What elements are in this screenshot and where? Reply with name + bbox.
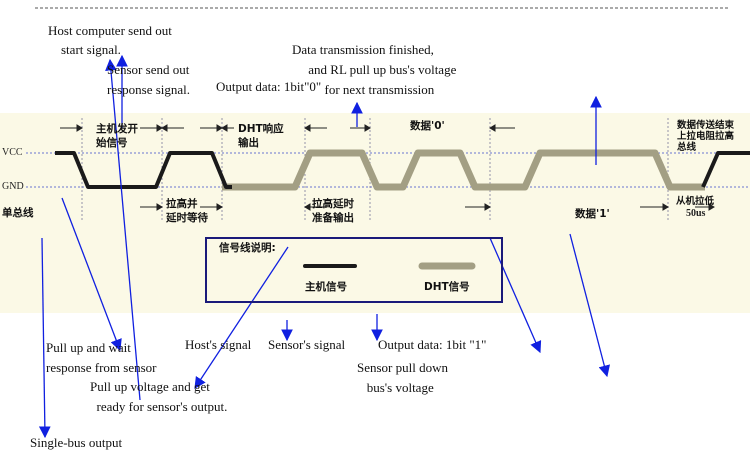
- legend-dht-label: DHT信号: [424, 281, 470, 293]
- host-signal-wave: [55, 151, 232, 189]
- annotation-arrows: [38, 54, 611, 439]
- arrow-sensor-response: [105, 58, 141, 401]
- pull-high-delay-cn-label: 拉高延时 准备输出: [312, 198, 354, 224]
- annotation-host-start: Host computer send out start signal.: [48, 23, 172, 57]
- arrow-pull-up-wait: [61, 197, 122, 352]
- annotation-pull-up-wait: Pull up and wait response from sensor: [46, 340, 157, 375]
- annotation-finished: Data transmission finished, and RL pull …: [292, 42, 457, 97]
- timing-band: [0, 113, 750, 313]
- arrow-output-1: [489, 237, 542, 354]
- annotation-sensor-response: Sensor send out response signal.: [107, 62, 191, 97]
- end-release-cn-label: 数据传送结束 上拉电阻拉高 总线: [677, 120, 735, 153]
- duration-50us-label: 50us: [686, 208, 706, 219]
- arrow-host-signal: [194, 246, 289, 389]
- arrow-pull-up-ready: [569, 233, 611, 378]
- arrow-single-bus: [38, 237, 51, 439]
- annotation-output-0: Output data: 1bit"0": [216, 79, 322, 94]
- vcc-label: VCC: [2, 147, 23, 158]
- annotation-sensors-signal: Sensor's signal: [268, 337, 346, 352]
- data1-cn-label: 数据'1': [575, 208, 610, 220]
- legend-box: [205, 237, 503, 303]
- host-signal-end: [701, 151, 750, 188]
- annotation-single-bus: Single-bus output: [30, 435, 123, 450]
- data0-cn-label: 数据'0': [410, 120, 445, 132]
- dht-response-cn-label: DHT响应 输出: [238, 123, 284, 149]
- host-start-cn-label: 主机发开 始信号: [96, 123, 138, 149]
- gnd-label: GND: [2, 181, 24, 192]
- annotation-output-1: Output data: 1bit "1": [378, 337, 487, 352]
- single-bus-cn-label: 单总线: [2, 207, 34, 219]
- legend-host-label: 主机信号: [305, 281, 347, 293]
- legend-title: 信号线说明:: [219, 242, 276, 254]
- segment-brackets: [60, 124, 715, 211]
- pull-up-wait-cn-label: 拉高并 延时等待: [166, 198, 208, 224]
- annotation-pull-up-ready: Pull up voltage and get ready for sensor…: [90, 379, 228, 414]
- annotation-hosts-signal: Host's signal: [185, 337, 252, 352]
- sensor-signal-wave: [222, 149, 705, 191]
- host-pull-low-cn-label: 从机拉低: [676, 196, 715, 207]
- annotation-pull-down: Sensor pull down bus's voltage: [357, 360, 448, 395]
